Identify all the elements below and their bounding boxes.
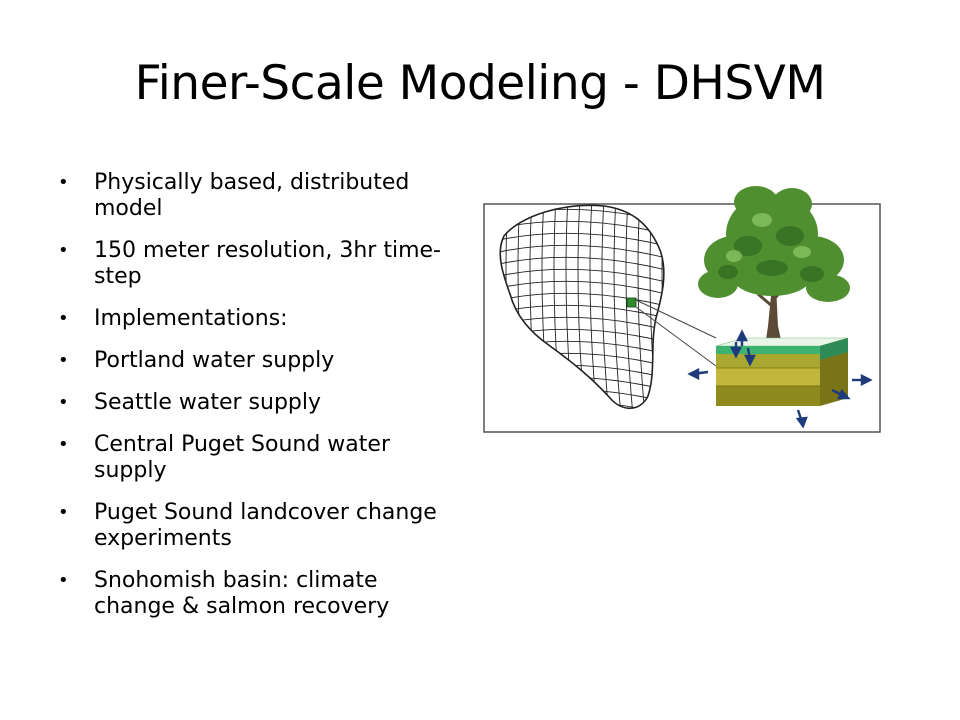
bullet-icon: •: [58, 434, 69, 455]
bullet-icon: •: [58, 502, 69, 523]
bullet-text: Portland water supply: [94, 348, 335, 373]
bullet-text: Seattle water supply: [94, 390, 322, 415]
list-item: • Seattle water supply: [58, 390, 458, 416]
list-item: • Physically based, distributed model: [58, 170, 458, 222]
bullet-text: 150 meter resolution, 3hr time-step: [94, 238, 441, 289]
list-item: • Implementations:: [58, 306, 458, 332]
list-item: • Central Puget Sound water supply: [58, 432, 458, 484]
bullet-icon: •: [58, 172, 69, 193]
bullet-text: Puget Sound landcover change experiments: [94, 500, 437, 551]
bullet-icon: •: [58, 350, 69, 371]
list-item: • Puget Sound landcover change experimen…: [58, 500, 458, 552]
bullet-icon: •: [58, 570, 69, 591]
slide-title: Finer-Scale Modeling - DHSVM: [134, 56, 826, 111]
tree-icon: [698, 186, 850, 354]
bullet-text: Implementations:: [94, 306, 288, 331]
dhsvm-diagram: [483, 186, 881, 433]
bullet-text: Central Puget Sound water supply: [94, 432, 390, 483]
bullet-icon: •: [58, 240, 69, 261]
list-item: • 150 meter resolution, 3hr time-step: [58, 238, 458, 290]
highlighted-cell: [626, 297, 637, 308]
connector-lines: [635, 299, 717, 367]
flux-arrows: [687, 329, 873, 429]
bullet-icon: •: [58, 392, 69, 413]
bullet-text: Physically based, distributed model: [94, 170, 410, 221]
list-item: • Snohomish basin: climate change & salm…: [58, 568, 458, 620]
list-item: • Portland water supply: [58, 348, 458, 374]
bullet-text: Snohomish basin: climate change & salmon…: [94, 568, 390, 619]
bullet-list: • Physically based, distributed model • …: [58, 170, 458, 636]
bullet-icon: •: [58, 308, 69, 329]
